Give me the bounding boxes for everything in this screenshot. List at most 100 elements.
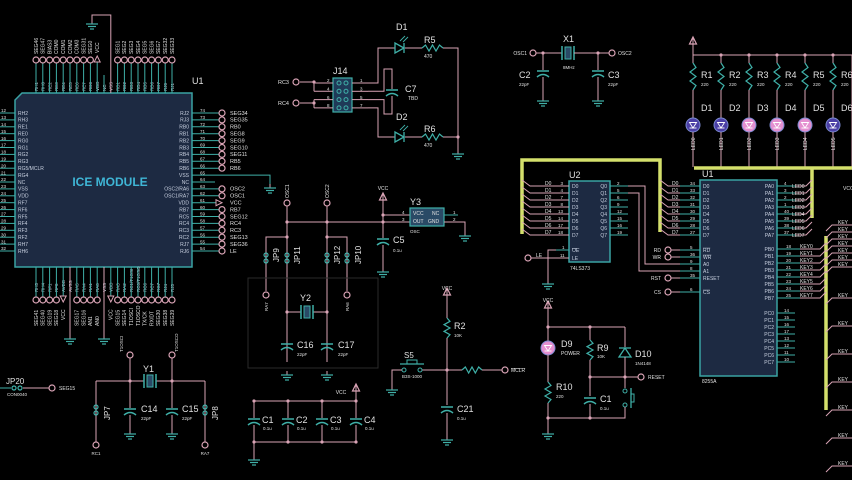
- net-terminal[interactable]: [218, 226, 226, 234]
- le-terminal[interactable]: [524, 254, 532, 262]
- rc3-terminal[interactable]: [292, 78, 300, 86]
- net-terminal[interactable]: [154, 296, 162, 304]
- ctrl-terminal[interactable]: [664, 288, 672, 296]
- jumper-pin-icon[interactable]: [202, 410, 208, 416]
- net-terminal[interactable]: [86, 56, 95, 64]
- net-terminal[interactable]: [59, 56, 67, 64]
- net-terminal[interactable]: [66, 56, 74, 64]
- net-terminal[interactable]: [32, 296, 40, 304]
- osc1-terminal[interactable]: [283, 199, 291, 207]
- net-terminal[interactable]: [218, 233, 226, 241]
- jumper-pin-icon[interactable]: [17, 385, 23, 391]
- header-pin-icon[interactable]: [343, 88, 349, 94]
- ctrl-terminal[interactable]: [664, 246, 672, 254]
- net-terminal[interactable]: [168, 56, 176, 64]
- jumper-pin-icon[interactable]: [11, 385, 17, 391]
- ra7-terminal[interactable]: [201, 441, 209, 449]
- vcc-label: VCC: [336, 390, 347, 396]
- jumper-pin-icon[interactable]: [202, 404, 208, 410]
- net-terminal[interactable]: [93, 296, 101, 304]
- net-terminal[interactable]: [73, 296, 81, 304]
- net-terminal[interactable]: [52, 296, 61, 304]
- jumper-pin-icon[interactable]: [263, 252, 269, 258]
- jumper-pin-icon[interactable]: [324, 252, 330, 258]
- rc4-terminal[interactable]: [292, 99, 300, 107]
- net-terminal[interactable]: [148, 296, 156, 304]
- net-terminal[interactable]: [113, 296, 122, 304]
- osc2-terminal[interactable]: [323, 199, 331, 207]
- pin-name: RH6: [18, 249, 28, 255]
- net-terminal[interactable]: [127, 56, 135, 64]
- osc1-terminal[interactable]: [529, 49, 537, 57]
- net-terminal[interactable]: [39, 296, 47, 304]
- net-terminal[interactable]: [134, 296, 142, 304]
- net-terminal[interactable]: [218, 109, 226, 117]
- header-pin-icon[interactable]: [343, 97, 349, 103]
- net-terminal[interactable]: [32, 56, 40, 64]
- net-terminal[interactable]: [218, 143, 226, 152]
- net-terminal[interactable]: [127, 296, 135, 304]
- header-pin-icon[interactable]: [343, 80, 349, 86]
- net-terminal[interactable]: [39, 56, 47, 64]
- header-pin-icon[interactable]: [336, 88, 342, 94]
- jumper-pin-icon[interactable]: [324, 258, 330, 264]
- jumper-pin-icon[interactable]: [93, 404, 99, 410]
- net-terminal[interactable]: [73, 56, 81, 64]
- net-terminal[interactable]: [161, 296, 169, 304]
- seg15-terminal[interactable]: [48, 384, 56, 392]
- ra7-terminal[interactable]: [262, 291, 270, 299]
- net-terminal[interactable]: [218, 219, 226, 227]
- jumper-pin-icon[interactable]: [344, 258, 350, 264]
- net-terminal[interactable]: [45, 296, 54, 304]
- net-terminal[interactable]: [86, 296, 95, 304]
- jumper-pin-icon[interactable]: [93, 410, 99, 416]
- osc2-terminal[interactable]: [608, 49, 616, 57]
- header-pin-icon[interactable]: [343, 105, 349, 111]
- net-terminal[interactable]: [120, 56, 129, 64]
- net-terminal[interactable]: [218, 240, 226, 248]
- jumper-pin-icon[interactable]: [344, 252, 350, 258]
- net-terminal[interactable]: [79, 296, 88, 304]
- net-terminal[interactable]: [218, 123, 226, 131]
- net-terminal[interactable]: [218, 164, 226, 172]
- net-terminal[interactable]: [218, 157, 226, 165]
- t1osci-terminal[interactable]: [126, 351, 134, 359]
- net-terminal[interactable]: [218, 116, 226, 124]
- net-terminal[interactable]: [79, 56, 88, 64]
- net-terminal[interactable]: [218, 185, 226, 193]
- net-terminal[interactable]: [218, 212, 226, 221]
- net-terminal[interactable]: [141, 56, 149, 64]
- ctrl-terminal[interactable]: [664, 253, 672, 261]
- jumper-pin-icon[interactable]: [284, 258, 290, 264]
- net-terminal[interactable]: [168, 296, 176, 304]
- net-terminal[interactable]: [161, 56, 169, 64]
- net-terminal[interactable]: [218, 137, 226, 145]
- net-terminal[interactable]: [218, 150, 226, 158]
- net-terminal[interactable]: [113, 56, 122, 64]
- c1-ref: C1: [600, 394, 612, 404]
- header-pin-icon[interactable]: [336, 105, 342, 111]
- key-net-label: KEY: [838, 234, 849, 240]
- net-terminal[interactable]: [218, 247, 226, 255]
- mclr-terminal[interactable]: [501, 366, 509, 374]
- net-terminal[interactable]: [148, 56, 156, 64]
- reset-terminal[interactable]: [637, 373, 645, 381]
- net-terminal[interactable]: [134, 56, 142, 64]
- pin-number: 18: [786, 244, 792, 249]
- rc1-terminal[interactable]: [92, 441, 100, 449]
- ra6-terminal[interactable]: [343, 291, 351, 299]
- jumper-pin-icon[interactable]: [284, 252, 290, 258]
- net-terminal[interactable]: [45, 56, 54, 64]
- net-terminal[interactable]: [120, 296, 129, 304]
- wire: [521, 193, 569, 201]
- header-pin-icon[interactable]: [336, 80, 342, 86]
- net-terminal[interactable]: [218, 192, 226, 200]
- ctrl-terminal[interactable]: [664, 274, 672, 282]
- net-terminal[interactable]: [218, 206, 226, 214]
- jumper-pin-icon[interactable]: [263, 258, 269, 264]
- net-terminal[interactable]: [141, 296, 149, 304]
- net-terminal[interactable]: [52, 56, 61, 64]
- net-terminal[interactable]: [154, 56, 162, 64]
- net-terminal[interactable]: [218, 130, 226, 138]
- header-pin-icon[interactable]: [336, 97, 342, 103]
